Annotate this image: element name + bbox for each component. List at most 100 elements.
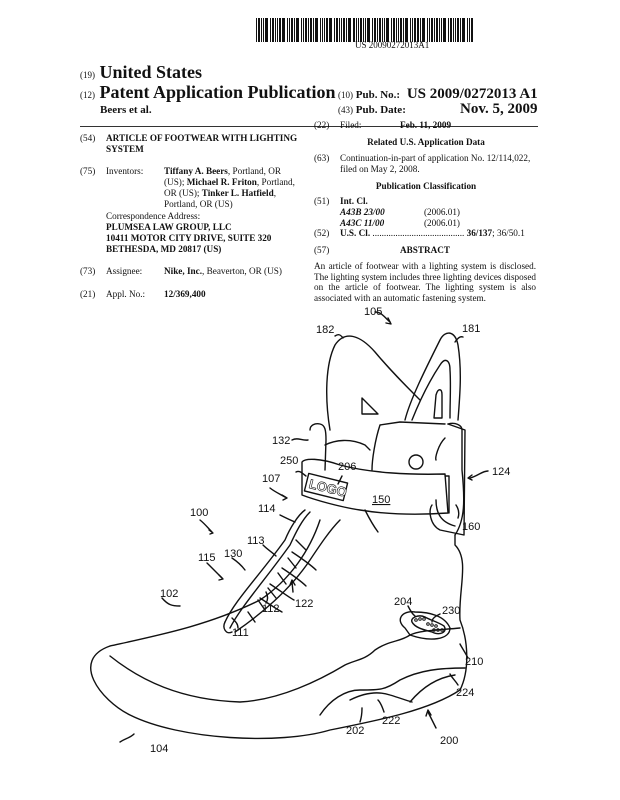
- int-cl-version: (2006.01): [424, 218, 460, 228]
- barcode-bar: [377, 18, 378, 42]
- inventor-location: ,: [273, 188, 276, 198]
- heel-inner-224: [409, 674, 456, 703]
- collar-132: [309, 423, 327, 471]
- barcode-bar: [462, 18, 465, 42]
- ref-204: 204: [394, 596, 412, 608]
- us-cl-field: (52)U.S. Cl. ...........................…: [314, 228, 538, 239]
- ref-114: 114: [258, 503, 276, 515]
- correspondence-line: BETHESDA, MD 20817 (US): [106, 244, 222, 254]
- barcode-bar: [427, 18, 428, 42]
- barcode-bar: [265, 18, 268, 42]
- leader-132: [291, 438, 309, 441]
- shoe-outline: [90, 534, 468, 740]
- int-cl-class: A43B 23/00: [340, 207, 385, 217]
- assignee-label: Assignee:: [106, 266, 143, 276]
- heel-counter-inner: [435, 437, 446, 461]
- inventors-field: (75)Inventors: Tiffany A. Beers, Portlan…: [80, 166, 320, 209]
- tongue-strip-181: [404, 332, 462, 421]
- abstract-heading: ABSTRACT: [400, 245, 451, 255]
- barcode-bar: [360, 18, 362, 42]
- pub-number-row: (10) Pub. No.: US 2009/0272013 A1: [338, 86, 538, 103]
- barcode-bar: [372, 18, 373, 42]
- leader-204: [407, 605, 416, 617]
- barcode-bar: [289, 18, 290, 42]
- ref-111: 111: [232, 627, 249, 639]
- leader-222: [377, 699, 385, 713]
- assignee-field: (73)Assignee: Nike, Inc., Beaverton, OR …: [80, 266, 282, 277]
- strap-150: [301, 458, 449, 515]
- inventor-name: Tiffany A. Beers: [164, 166, 228, 176]
- tongue-strip-inner: [411, 359, 452, 421]
- barcode-bar: [414, 18, 416, 42]
- barcode-bar: [441, 18, 442, 42]
- inventor-location: (US);: [164, 177, 187, 187]
- correspondence-line: PLUMSEA LAW GROUP, LLC: [106, 222, 232, 232]
- pub-date-code: (43): [338, 105, 353, 115]
- leader-130: [231, 557, 246, 571]
- barcode-bar: [282, 18, 285, 42]
- toe-upper-line: [109, 519, 321, 647]
- leader-122: [291, 581, 294, 593]
- ref-182: 182: [316, 324, 334, 336]
- barcode-number: US 20090272013A1: [355, 40, 430, 50]
- ref-202: 202: [346, 725, 364, 737]
- abstract-heading-row: (57) ABSTRACT: [314, 245, 538, 256]
- us-cl-secondary: ; 36/50.1: [492, 228, 525, 238]
- barcode-bar: [405, 18, 408, 42]
- leader-202: [359, 707, 363, 723]
- barcode-bar: [329, 18, 332, 42]
- barcode-bar: [275, 18, 276, 42]
- application-number-field: (21)Appl. No.: 12/369,400: [80, 289, 206, 300]
- us-cl-primary: 36/137: [466, 228, 493, 238]
- barcode-bar: [420, 18, 421, 42]
- arrow-122: [289, 579, 296, 586]
- appl-number: 12/369,400: [164, 289, 206, 299]
- heel-sole-line: [319, 667, 466, 716]
- barcode-bar: [453, 18, 454, 42]
- arrow-107: [281, 494, 288, 501]
- barcode-bar: [356, 18, 357, 42]
- barcode-bar: [336, 18, 338, 42]
- inventor-location: Portland, OR (US): [164, 199, 233, 209]
- barcode-bar: [410, 18, 411, 42]
- ref-181: 181: [462, 323, 480, 335]
- light-dots: [414, 617, 444, 632]
- barcode-bar: [396, 18, 397, 42]
- correspondence-address: Correspondence Address: PLUMSEA LAW GROU…: [106, 211, 271, 255]
- pub-number: US 2009/0272013 A1: [406, 86, 538, 102]
- related-data-heading: Related U.S. Application Data: [367, 137, 485, 147]
- lace-panel: [234, 519, 341, 633]
- ref-160: 160: [462, 521, 480, 533]
- leader-250: [295, 470, 307, 477]
- logo-plate: [303, 472, 349, 502]
- pub-date: Nov. 5, 2009: [460, 101, 538, 117]
- filed-code: (22): [314, 120, 330, 130]
- stripe-tip: [223, 621, 233, 634]
- ref-150: 150: [372, 494, 390, 506]
- inventor-name: Tinker L. Hatfield: [201, 188, 274, 198]
- barcode-bar: [346, 18, 347, 42]
- strap-end: [444, 475, 450, 514]
- upper-back: [447, 422, 465, 536]
- leader-230: [431, 613, 441, 623]
- footwear-drawing: LOGO 105 182 181 132: [90, 306, 510, 755]
- barcode-bar: [471, 18, 473, 42]
- barcode-bar: [434, 18, 435, 42]
- ref-210: 210: [465, 656, 483, 668]
- ref-113: 113: [247, 535, 265, 547]
- arrow-200: [425, 709, 432, 717]
- pub-date-row: (43) Pub. Date: Nov. 5, 2009: [338, 101, 538, 117]
- barcode-bar: [412, 18, 413, 42]
- barcode-bar: [391, 18, 392, 42]
- barcode-bar: [417, 18, 419, 42]
- inventors-list: Tiffany A. Beers, Portland, OR (US); Mic…: [164, 166, 324, 210]
- heel-button: [408, 454, 424, 470]
- us-cl-label: U.S. Cl.: [340, 228, 371, 238]
- arrow-115: [218, 574, 224, 581]
- correspondence-line: 10411 MOTOR CITY DRIVE, SUITE 320: [106, 233, 272, 243]
- barcode-bar: [469, 18, 470, 42]
- upper-panel: [371, 421, 446, 471]
- barcode-bar: [256, 18, 257, 42]
- barcode-bar: [398, 18, 399, 42]
- inventors-label: Inventors:: [106, 166, 144, 176]
